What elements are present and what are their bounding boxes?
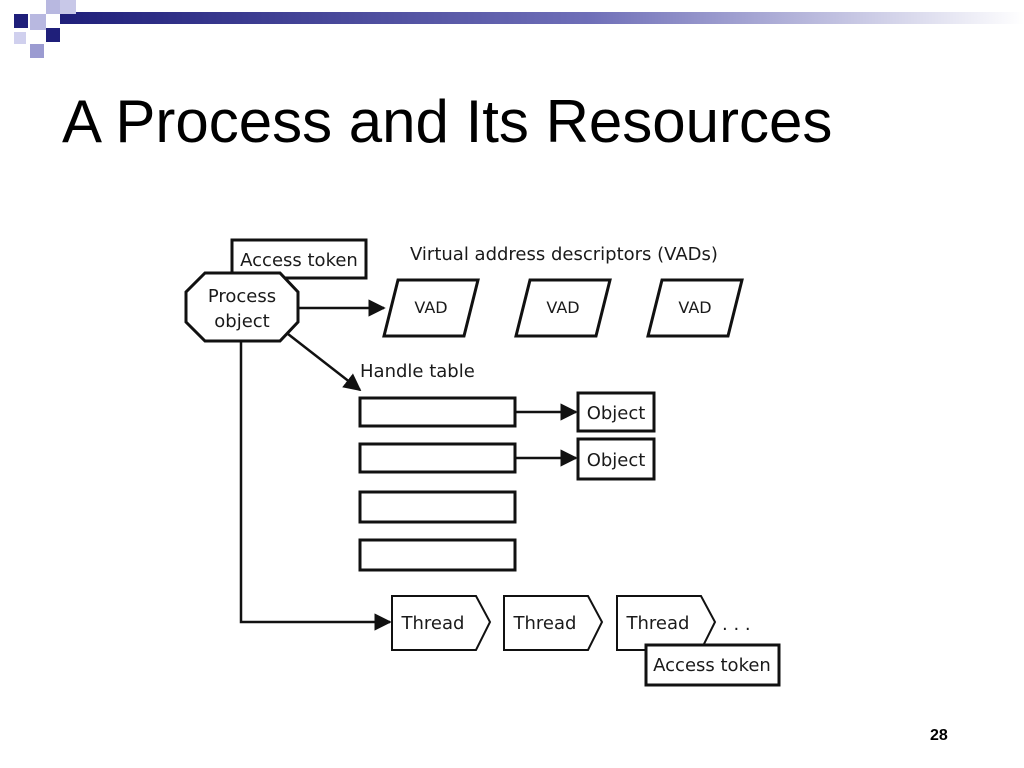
corner-square-light-2 [46, 0, 60, 14]
thread-label-2: Thread [513, 613, 577, 634]
process-object-label-1: Process [208, 286, 276, 307]
thread-shape-1 [391, 595, 492, 651]
handle-table-row-2 [358, 442, 517, 474]
object-label-1: Object [587, 403, 646, 424]
thread-shape-2 [503, 595, 604, 651]
header-gradient-bar [60, 12, 1024, 24]
slide-title: A Process and Its Resources [62, 88, 833, 155]
corner-square-light-4 [30, 44, 44, 58]
corner-square-dark-1 [14, 14, 28, 28]
thread-shape-3 [616, 595, 717, 651]
thread-label-3: Thread [626, 613, 690, 634]
process-object-shape [184, 271, 300, 343]
corner-square-light-1 [30, 14, 46, 30]
corner-square-light-5 [14, 32, 26, 44]
vad-shape-1 [382, 278, 480, 338]
object-box-2 [576, 437, 656, 481]
vad-shape-2 [514, 278, 612, 338]
handle-table-row-3 [358, 490, 517, 524]
access-token-bottom-box [644, 643, 781, 687]
vad-label-3: VAD [678, 298, 711, 317]
slide-page-number: 28 [930, 727, 948, 744]
process-object-label-2: object [214, 311, 269, 332]
handle-table-row-1 [358, 396, 517, 428]
vads-label: Virtual address descriptors (VADs) [410, 244, 718, 265]
handle-table-row-4 [358, 538, 517, 572]
corner-square-light-3 [60, 0, 76, 14]
object-label-2: Object [587, 450, 646, 471]
access-token-top-label: Access token [240, 250, 358, 271]
access-token-top-box [230, 238, 368, 280]
object-box-1 [576, 391, 656, 433]
access-token-bottom-label: Access token [653, 655, 771, 676]
process-to-threads-arrow [239, 341, 392, 631]
corner-square-dark-2 [46, 28, 60, 42]
handle-table-label: Handle table [360, 361, 475, 382]
vad-label-2: VAD [546, 298, 579, 317]
header-decoration [14, 0, 1024, 58]
vad-shape-3 [646, 278, 744, 338]
threads-ellipsis: . . . [722, 614, 751, 635]
thread-label-1: Thread [401, 613, 465, 634]
process-to-handle-table-arrow [287, 333, 362, 392]
vad-label-1: VAD [414, 298, 447, 317]
